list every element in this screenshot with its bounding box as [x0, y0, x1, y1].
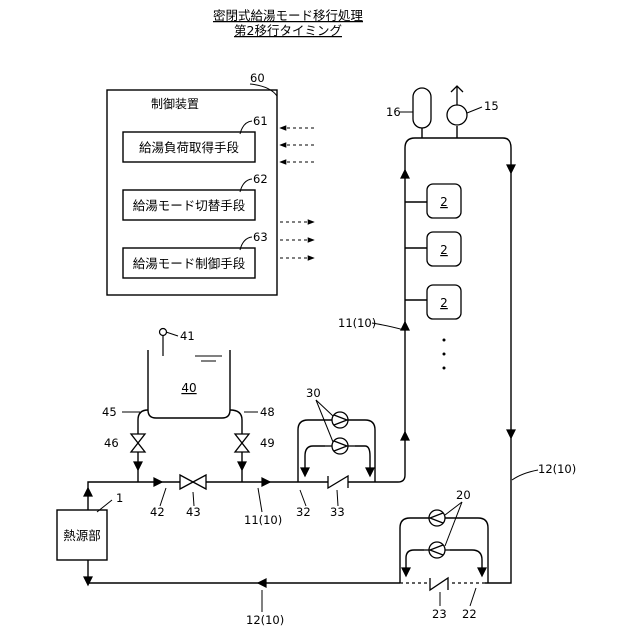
return-pipe-right-label: 12(10): [538, 462, 576, 476]
pipe-48-ref: 48: [260, 405, 275, 419]
title-line1: 密閉式給湯モード移行処理: [213, 8, 364, 23]
controller-box: 制御装置 60 給湯負荷取得手段 61 給湯モード切替手段 62 給湯モード制御…: [107, 71, 277, 295]
unit-continuation-dots: [443, 339, 446, 370]
device-16-ref: 16: [386, 105, 401, 119]
bypass-32-ref: 32: [296, 505, 311, 519]
tank-valve-left: [131, 434, 145, 452]
lower-pumps: [424, 510, 450, 558]
supply-pipe-label: 11(10): [244, 513, 282, 527]
module-label-61: 給湯負荷取得手段: [139, 140, 239, 155]
level-sensor: [160, 329, 167, 336]
tank-ref: 40: [181, 381, 196, 395]
device-15-ref: 15: [484, 99, 499, 113]
supply-valve: [180, 475, 206, 489]
unit-3-label: 2: [440, 296, 448, 310]
unit-2: 2: [427, 232, 461, 266]
supply-pipe-vertical-label: 11(10): [338, 316, 376, 330]
module-label-62: 給湯モード切替手段: [133, 198, 246, 213]
signal-arrows: [280, 128, 314, 258]
lower-bypass: [400, 578, 485, 590]
pipe-42-ref: 42: [150, 505, 165, 519]
heat-source: 熱源部 1: [57, 491, 123, 560]
unit-1: 2: [427, 184, 461, 218]
valve-43-ref: 43: [186, 505, 201, 519]
air-vent-valve: [447, 86, 467, 125]
pipe-45-ref: 45: [102, 405, 117, 419]
title-line2: 第2移行タイミング: [234, 23, 342, 38]
valve-46-ref: 46: [104, 436, 119, 450]
module-ref-61: 61: [253, 114, 268, 128]
controller-label: 制御装置: [151, 96, 199, 111]
expansion-tank: [413, 88, 431, 128]
module-label-63: 給湯モード制御手段: [133, 256, 246, 271]
controller-ref: 60: [250, 71, 265, 85]
bypass-22-ref: 22: [462, 607, 477, 621]
unit-3: 2: [427, 285, 461, 319]
storage-tank: 41 40: [160, 329, 223, 396]
valve-49-ref: 49: [260, 436, 275, 450]
heat-source-ref: 1: [116, 491, 123, 505]
check-33-ref: 33: [330, 505, 345, 519]
unit-2-label: 2: [440, 243, 448, 257]
upper-check-valve: [328, 476, 348, 488]
module-ref-63: 63: [253, 230, 268, 244]
pumps-20-ref: 20: [456, 488, 471, 502]
module-ref-62: 62: [253, 172, 268, 186]
heat-source-label: 熱源部: [63, 528, 101, 543]
tank-valve-right: [235, 434, 249, 452]
check-23-ref: 23: [432, 607, 447, 621]
pumps-30-ref: 30: [306, 386, 321, 400]
sensor-ref: 41: [180, 329, 195, 343]
return-pipe-bottom-label: 12(10): [246, 613, 284, 627]
unit-1-label: 2: [440, 195, 448, 209]
